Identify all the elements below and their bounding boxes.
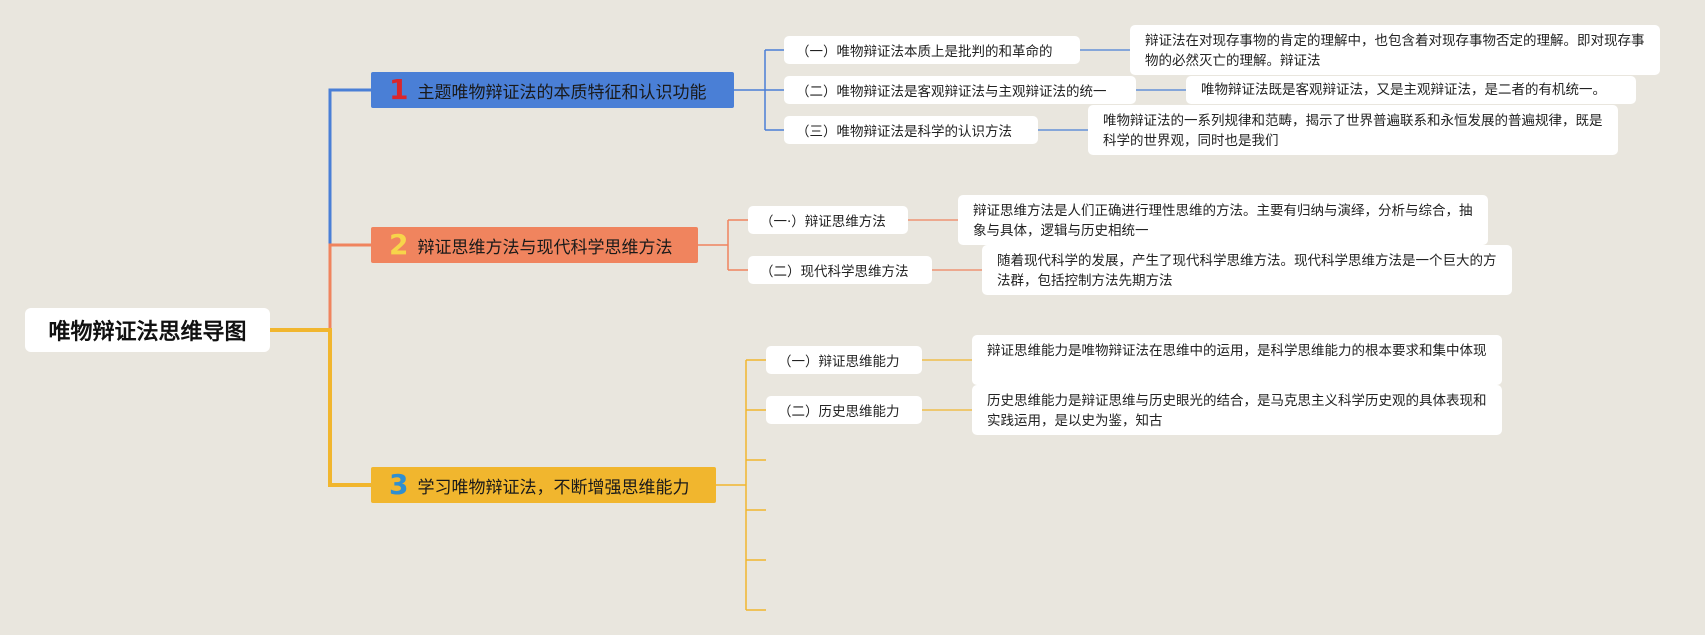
branch-3-number: 3	[389, 468, 409, 501]
branch-3-label: 学习唯物辩证法，不断增强思维能力	[417, 477, 690, 498]
sub-label: （二）历史思维能力	[778, 404, 900, 420]
detail-text: 辩证思维方法是人们正确进行理性思维的方法。主要有归纳与演绎，分析与综合，抽象与具…	[973, 203, 1473, 239]
branch-1-sub-3[interactable]: （三）唯物辩证法是科学的认识方法	[784, 116, 1038, 144]
detail-text: 唯物辩证法的一系列规律和范畴，揭示了世界普遍联系和永恒发展的普遍规律，既是科学的…	[1103, 113, 1603, 149]
connector-b3-trunk	[716, 360, 747, 610]
detail-text: 辩证思维能力是唯物辩证法在思维中的运用，是科学思维能力的根本要求和集中体现	[987, 343, 1487, 359]
branch-1-sub-2[interactable]: （二）唯物辩证法是客观辩证法与主观辩证法的统一	[784, 76, 1136, 104]
detail-text: 唯物辩证法既是客观辩证法，又是主观辩证法，是二者的有机统一。	[1201, 82, 1606, 98]
sub-label: （三）唯物辩证法是科学的认识方法	[796, 124, 1012, 140]
branch-3-node[interactable]: 3 学习唯物辩证法，不断增强思维能力	[371, 467, 716, 503]
sub-label: （一）辩证思维能力	[778, 354, 900, 370]
branch-2-number: 2	[389, 228, 409, 261]
branch-1-node[interactable]: 1 主题唯物辩证法的本质特征和认识功能	[371, 72, 734, 108]
branch-2-detail-2[interactable]: 随着现代科学的发展，产生了现代科学思维方法。现代科学思维方法是一个巨大的方法群，…	[982, 245, 1512, 295]
detail-text: 历史思维能力是辩证思维与历史眼光的结合，是马克思主义科学历史观的具体表现和实践运…	[987, 393, 1487, 429]
branch-1-detail-2[interactable]: 唯物辩证法既是客观辩证法，又是主观辩证法，是二者的有机统一。	[1186, 76, 1636, 104]
branch-1-detail-1[interactable]: 辩证法在对现存事物的肯定的理解中，也包含着对现存事物否定的理解。即对现存事物的必…	[1130, 25, 1660, 75]
root-label: 唯物辩证法思维导图	[48, 320, 247, 345]
connector-root-branch3	[270, 328, 371, 487]
branch-2-detail-1[interactable]: 辩证思维方法是人们正确进行理性思维的方法。主要有归纳与演绎，分析与综合，抽象与具…	[958, 195, 1488, 245]
sub-label: （二）唯物辩证法是客观辩证法与主观辩证法的统一	[796, 84, 1107, 100]
branch-2-sub-2[interactable]: （二）现代科学思维方法	[748, 256, 932, 284]
connector-b2-trunk	[698, 220, 729, 270]
branch-2-node[interactable]: 2 辩证思维方法与现代科学思维方法	[371, 227, 698, 263]
sub-label: （一·）辩证思维方法	[760, 214, 886, 230]
branch-3-detail-2[interactable]: 历史思维能力是辩证思维与历史眼光的结合，是马克思主义科学历史观的具体表现和实践运…	[972, 385, 1502, 435]
branch-1-number: 1	[389, 73, 409, 106]
branch-2-label: 辩证思维方法与现代科学思维方法	[417, 237, 673, 258]
branch-3-detail-1[interactable]: 辩证思维能力是唯物辩证法在思维中的运用，是科学思维能力的根本要求和集中体现	[972, 335, 1502, 385]
sub-label: （一）唯物辩证法本质上是批判的和革命的	[796, 44, 1053, 60]
root-node[interactable]: 唯物辩证法思维导图	[25, 308, 270, 352]
detail-text: 辩证法在对现存事物的肯定的理解中，也包含着对现存事物否定的理解。即对现存事物的必…	[1145, 33, 1645, 69]
sub-label: （二）现代科学思维方法	[760, 264, 909, 280]
connector-b1-trunk	[734, 50, 766, 130]
detail-text: 随着现代科学的发展，产生了现代科学思维方法。现代科学思维方法是一个巨大的方法群，…	[997, 253, 1497, 289]
connector-root-branch2	[270, 243, 371, 332]
branch-3-sub-2[interactable]: （二）历史思维能力	[766, 396, 922, 424]
branch-1-detail-3[interactable]: 唯物辩证法的一系列规律和范畴，揭示了世界普遍联系和永恒发展的普遍规律，既是科学的…	[1088, 105, 1618, 155]
branch-1-label: 主题唯物辩证法的本质特征和认识功能	[417, 82, 707, 103]
branch-1-sub-1[interactable]: （一）唯物辩证法本质上是批判的和革命的	[784, 36, 1080, 64]
branch-3-sub-1[interactable]: （一）辩证思维能力	[766, 346, 922, 374]
connector-root-branch1	[270, 88, 371, 332]
branch-2-sub-1[interactable]: （一·）辩证思维方法	[748, 206, 908, 234]
